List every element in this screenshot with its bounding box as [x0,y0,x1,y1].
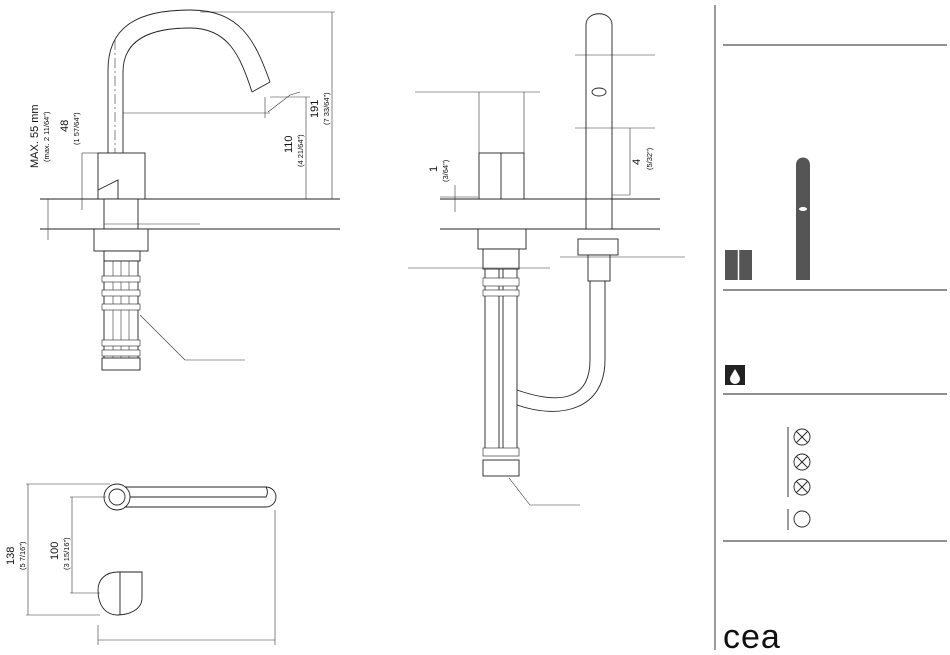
spout-silhouette-icon [796,158,810,281]
dim-110-mm: 110 [283,135,295,153]
two-panel-square-icon [725,250,752,280]
dim-max-thickness-mm: MAX. 55 mm [29,104,41,168]
dim-1-inch: (3/64") [441,159,450,182]
dim-max-thickness-inch: (max. 2 11/64") [42,111,51,162]
dim-48-inch: (1 57/64") [72,112,81,145]
dim-1-mm: 1 [428,166,440,172]
water-drop-icon [725,365,745,385]
crossed-circle-icon [794,479,810,495]
dim-4-inch: (5/32") [645,147,654,170]
crossed-circle-icon [794,429,810,445]
dim-191-mm: 191 [309,100,321,118]
dim-138-mm: 138 [5,547,17,565]
side-view: MAX. 55 mm (max. 2 11/64") 48 (1 57/64")… [29,10,340,370]
dim-110-inch: (4 21/64") [296,134,305,167]
open-circle-icon [794,511,810,527]
plan-view: 138 (5 7/16") 100 (3 15/16") [5,484,276,645]
dim-4-mm: 4 [631,159,643,165]
brand-logo-text: cea [723,618,781,655]
dim-100-mm: 100 [49,542,61,560]
dim-48-mm: 48 [59,120,71,132]
brand-logo: cea [723,618,781,655]
info-panel: cea [715,5,947,655]
dim-100-inch: (3 15/16") [62,537,71,570]
front-view: 1 (3/64") 4 (5/32") [408,14,685,505]
dim-191-inch: (7 33/64") [322,92,331,125]
crossed-circle-icon [794,454,810,470]
dim-138-inch: (5 7/16") [18,541,27,570]
